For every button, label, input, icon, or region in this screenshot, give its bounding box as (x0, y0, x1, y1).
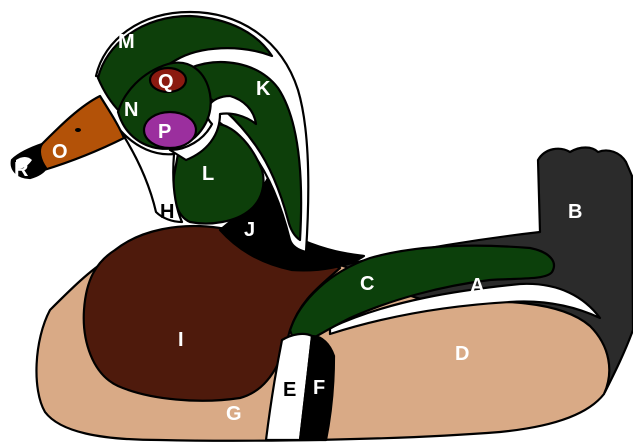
label-g: G (226, 403, 242, 425)
label-l: L (202, 163, 214, 185)
label-c: C (360, 273, 374, 295)
label-n: N (124, 99, 138, 121)
label-o: O (52, 141, 68, 163)
label-h: H (160, 201, 174, 223)
label-p: P (158, 121, 171, 143)
label-m: M (118, 31, 135, 53)
label-k: K (256, 78, 271, 100)
label-q: Q (158, 71, 174, 93)
label-b: B (568, 201, 582, 223)
label-j: J (244, 219, 255, 241)
nostril (75, 128, 81, 132)
label-r: R (14, 159, 29, 181)
label-i: I (178, 329, 184, 351)
label-e: E (283, 379, 296, 401)
label-a: A (470, 275, 484, 297)
label-f: F (313, 377, 325, 399)
region-o-bill (38, 96, 124, 170)
label-d: D (455, 343, 469, 365)
